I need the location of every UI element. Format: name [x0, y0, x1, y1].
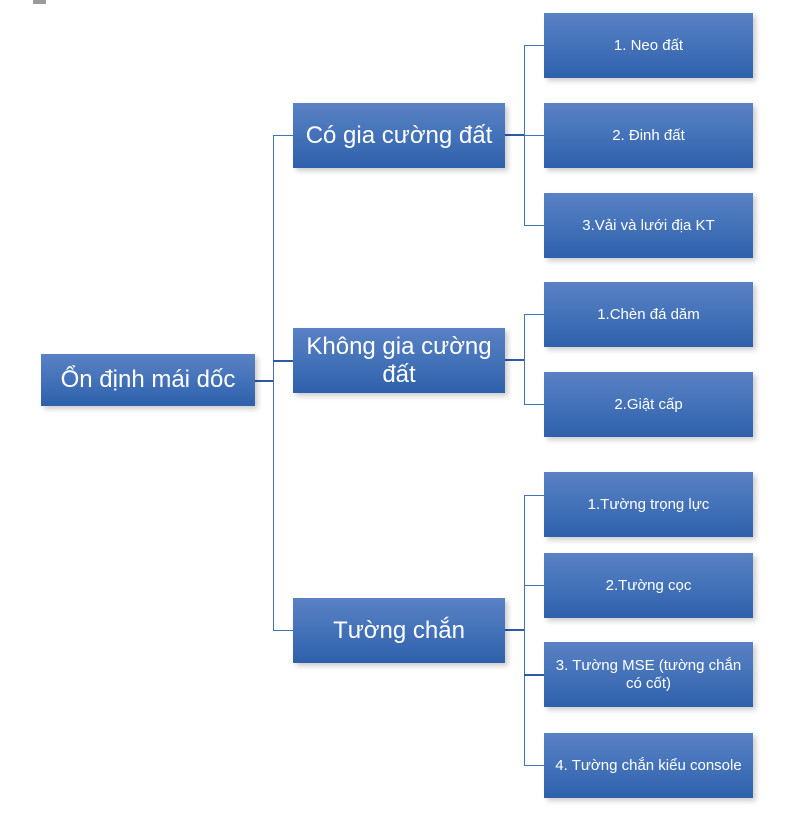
connector-branch-2-leaf-1 — [524, 314, 545, 315]
node-leaf-3-4-label: 4. Tường chắn kiểu console — [555, 756, 742, 774]
connector-branch-2-leaf-2 — [524, 404, 545, 405]
connector-branch-3-leaf-2 — [524, 585, 545, 586]
node-leaf-2-1-label: 1.Chèn đá dăm — [597, 305, 700, 323]
node-branch-3[interactable]: Tường chắn — [293, 598, 505, 663]
connector-branch-1-leaf-1 — [524, 45, 545, 46]
connector-trunk-to-branch-1 — [273, 135, 294, 136]
node-leaf-2-2[interactable]: 2.Giật cấp — [544, 372, 753, 437]
node-leaf-1-2-label: 2. Đinh đất — [612, 126, 685, 144]
connector-root-stub — [255, 380, 274, 382]
node-leaf-2-1[interactable]: 1.Chèn đá dăm — [544, 282, 753, 347]
node-branch-3-label: Tường chắn — [333, 616, 465, 644]
connector-branch-2-spine — [524, 314, 525, 405]
connector-trunk-to-branch-2 — [273, 360, 294, 362]
node-branch-2-label: Không gia cường đất — [306, 332, 492, 388]
connector-branch-1-stub — [505, 134, 525, 136]
node-leaf-3-2[interactable]: 2.Tường cọc — [544, 553, 753, 618]
connector-trunk-to-branch-3 — [273, 630, 294, 631]
connector-trunk-vertical — [273, 135, 274, 631]
node-leaf-3-4[interactable]: 4. Tường chắn kiểu console — [544, 733, 753, 798]
connector-branch-3-leaf-1 — [524, 495, 545, 496]
node-branch-1-label: Có gia cường đất — [305, 121, 493, 149]
connector-branch-3-leaf-4 — [524, 765, 545, 766]
node-root-label: Ổn định mái dốc — [60, 366, 236, 394]
node-leaf-1-3-label: 3.Vải và lưới địa KT — [582, 216, 715, 234]
connector-branch-1-leaf-2 — [524, 135, 545, 136]
connector-branch-3-spine — [524, 495, 525, 765]
node-leaf-3-1-label: 1.Tường trọng lực — [587, 495, 710, 513]
top-edge-artifact — [33, 0, 46, 4]
connector-branch-1-leaf-3 — [524, 225, 545, 226]
node-root[interactable]: Ổn định mái dốc — [41, 354, 255, 406]
node-leaf-3-2-label: 2.Tường cọc — [605, 576, 692, 594]
node-leaf-3-1[interactable]: 1.Tường trọng lực — [544, 472, 753, 537]
connector-branch-3-stub — [505, 629, 525, 631]
node-branch-2[interactable]: Không gia cường đất — [293, 328, 505, 393]
node-leaf-1-2[interactable]: 2. Đinh đất — [544, 103, 753, 168]
node-leaf-2-2-label: 2.Giật cấp — [614, 395, 683, 413]
node-leaf-1-1[interactable]: 1. Neo đất — [544, 13, 753, 78]
node-leaf-1-1-label: 1. Neo đất — [613, 36, 684, 54]
node-leaf-3-3-label: 3. Tường MSE (tường chắn có cốt) — [555, 657, 742, 692]
connector-branch-2-stub — [505, 359, 525, 361]
connector-branch-3-leaf-3 — [524, 674, 545, 676]
node-branch-1[interactable]: Có gia cường đất — [293, 103, 505, 168]
node-leaf-1-3[interactable]: 3.Vải và lưới địa KT — [544, 193, 753, 258]
node-leaf-3-3[interactable]: 3. Tường MSE (tường chắn có cốt) — [544, 642, 753, 707]
